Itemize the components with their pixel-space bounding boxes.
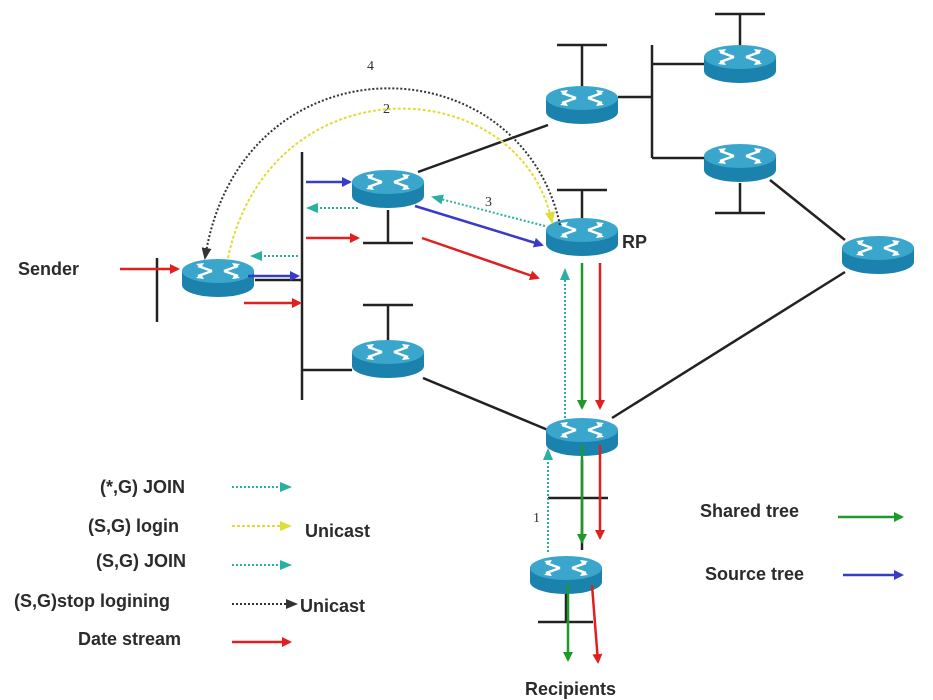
step-2-label: 2: [383, 102, 390, 117]
step-3-label: 3: [485, 195, 492, 210]
legend-unicast-2: Unicast: [300, 596, 365, 616]
legend-data-stream: Date stream: [78, 629, 181, 649]
legend-sg-join: (S,G) JOIN: [96, 551, 186, 571]
legend-unicast-1: Unicast: [305, 521, 370, 541]
step-1-label: 1: [533, 511, 540, 526]
router-lan-bottom: [350, 338, 426, 380]
router-top-right: [702, 43, 778, 85]
legend: (*,G) JOIN (S,G) login Unicast (S,G) JOI…: [14, 477, 904, 649]
router-rp: [544, 216, 620, 258]
router-mid-right: [702, 142, 778, 184]
router-sender: [180, 257, 256, 299]
join-arrows: [250, 194, 570, 552]
sender-label: Sender: [18, 259, 79, 279]
step-4-label: 4: [367, 59, 374, 74]
stop-unicast-arc: [201, 87, 561, 260]
network-links: [155, 12, 846, 624]
shared-tree-arrows: [563, 263, 587, 662]
source-tree-arrows: [248, 177, 544, 281]
router-top-center: [544, 84, 620, 126]
router-lan-top: [350, 168, 426, 210]
rp-label: RP: [622, 232, 647, 252]
legend-sg-stop: (S,G)stop logining: [14, 591, 170, 611]
legend-sg-login: (S,G) login: [88, 516, 179, 536]
legend-star-g-join: (*,G) JOIN: [100, 477, 185, 497]
legend-shared-tree: Shared tree: [700, 501, 799, 521]
router-far-right: [840, 234, 916, 276]
login-unicast-arc: [227, 107, 555, 259]
legend-source-tree: Source tree: [705, 564, 804, 584]
recipients-label: Recipients: [525, 679, 616, 699]
data-stream-arrows: [120, 233, 605, 664]
